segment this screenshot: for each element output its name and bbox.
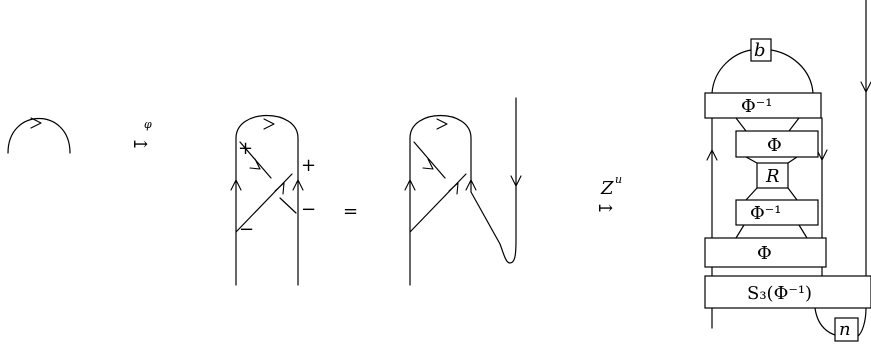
- hook-strand-arrow: [422, 158, 434, 170]
- box-b: [750, 38, 772, 62]
- b-arc-right: [770, 49, 814, 94]
- zu-mapsto-arrow: ↦: [598, 198, 613, 219]
- crossing-diag-arrow: [274, 182, 285, 195]
- box-phi-bottom: [704, 237, 827, 268]
- box-phi-top-label: Φ: [767, 135, 782, 156]
- box-n-label: n: [839, 319, 851, 340]
- box-phi-top: [735, 130, 819, 158]
- hook-upper-strand: [413, 141, 446, 179]
- box-b-label: b: [754, 40, 766, 61]
- box-r-label: R: [765, 166, 780, 187]
- box-diagram: b Φ⁻¹ Φ R Φ⁻¹ Φ S₃(Φ⁻¹) n: [704, 0, 871, 342]
- box-phi-inv-mid: [735, 199, 819, 226]
- sign-right-minus: −: [301, 199, 316, 220]
- cap-arc: [7, 118, 71, 154]
- box-phi-inv-mid-label: Φ⁻¹: [750, 203, 781, 224]
- right-strand-arrow: [860, 81, 871, 93]
- conn-1: [735, 117, 747, 132]
- conn-7: [735, 224, 745, 239]
- zu-superscript: u: [615, 173, 622, 186]
- crossing-top-arrow: [263, 118, 275, 130]
- crossing-strand-arrow: [249, 158, 261, 170]
- hook-diagram: [404, 97, 522, 286]
- box-n: [834, 317, 859, 342]
- conn-6: [787, 187, 798, 201]
- cap-diagram: [7, 117, 71, 154]
- equals-sign: =: [343, 201, 358, 222]
- mapsto-phi: φ ↦: [133, 118, 152, 155]
- sign-bottom-left: −: [239, 219, 254, 240]
- hook-right-arrow: [465, 179, 477, 191]
- hook-top-arrow: [436, 118, 448, 130]
- mapsto-zu: Z u ↦: [598, 173, 622, 219]
- crossing-lower-strand: [279, 197, 297, 214]
- conn-8: [798, 224, 808, 239]
- hook-down-arrow: [510, 175, 522, 187]
- hook-strand: [409, 97, 517, 286]
- cap-arrow: [30, 117, 42, 129]
- zu-label: Z: [600, 178, 614, 199]
- n-arc-right: [857, 307, 867, 337]
- conn-3: [745, 156, 758, 164]
- crossing-left-arrow: [230, 179, 242, 191]
- box-phi-inv-top: [704, 92, 822, 119]
- hook-diag-arrow: [448, 182, 459, 195]
- right-inner-arrow: [816, 149, 828, 161]
- conn-4: [787, 156, 798, 164]
- sign-top-left: +: [238, 138, 253, 159]
- box-phi-bottom-label: Φ: [757, 243, 772, 264]
- box-r: [756, 162, 789, 189]
- phi-mapsto-arrow: ↦: [133, 134, 148, 155]
- hook-left-arrow: [404, 179, 416, 191]
- phi-label: φ: [144, 118, 152, 131]
- box-s3-label: S₃(Φ⁻¹): [747, 283, 812, 304]
- conn-2: [788, 117, 800, 132]
- crossing-right-arrow: [292, 179, 304, 191]
- crossing-frame: [235, 114, 299, 286]
- conn-5: [745, 187, 758, 201]
- crossing-diagram: + + − −: [230, 114, 316, 286]
- box-s3: [704, 275, 871, 309]
- b-arc-left: [711, 49, 752, 94]
- box-phi-inv-top-label: Φ⁻¹: [741, 96, 772, 117]
- sign-right-plus: +: [301, 155, 316, 176]
- left-strand-arrow: [706, 149, 718, 161]
